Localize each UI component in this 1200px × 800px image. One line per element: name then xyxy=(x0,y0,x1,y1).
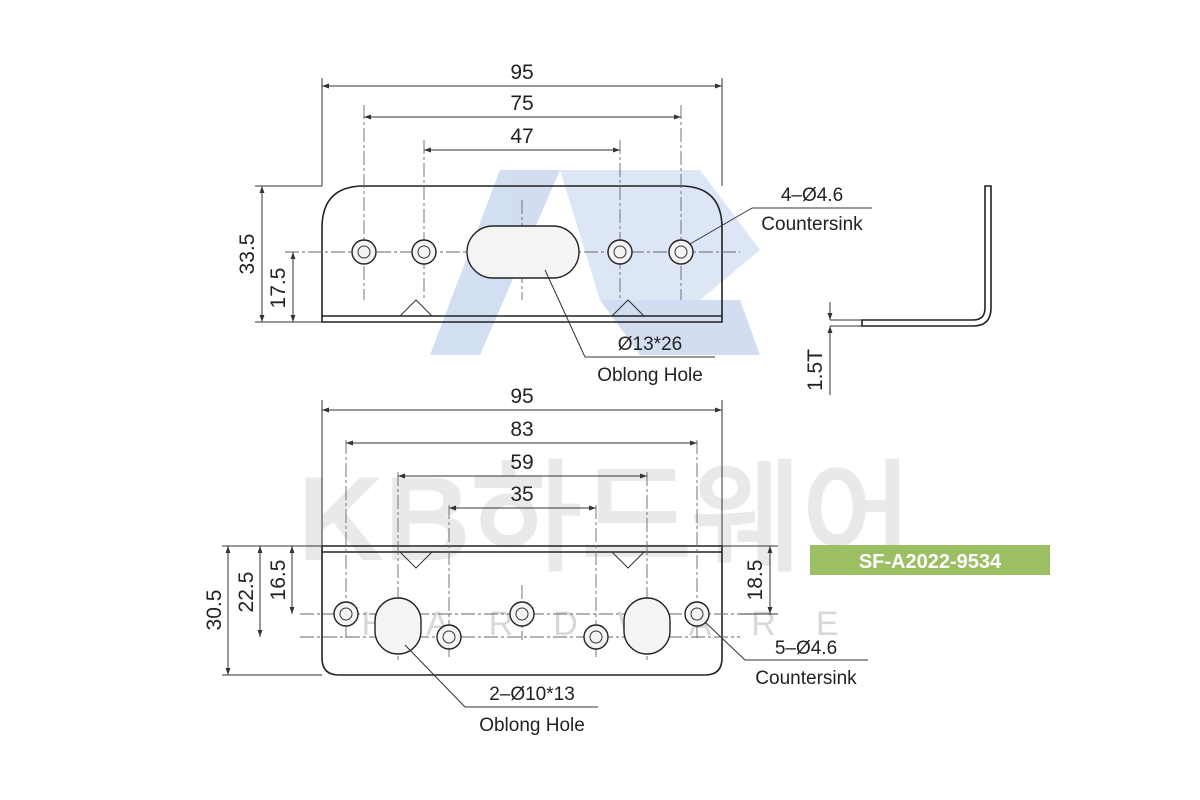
oblong-hole xyxy=(623,597,671,655)
top-dim-75: 75 xyxy=(510,92,533,115)
bottom-hole-note-countersink: Countersink xyxy=(755,668,857,689)
top-plate-outline xyxy=(321,185,723,323)
side-view: 1.5T xyxy=(804,185,992,395)
bottom-dim-83: 83 xyxy=(510,418,533,441)
countersink-hole xyxy=(351,239,377,265)
top-dim-47: 47 xyxy=(510,125,533,148)
bottom-dim-22-5: 22.5 xyxy=(235,572,258,613)
top-dim-95: 95 xyxy=(510,61,533,84)
oblong-hole xyxy=(466,225,580,279)
countersink-hole xyxy=(509,601,535,627)
countersink-hole xyxy=(411,239,437,265)
bottom-dim-59: 59 xyxy=(510,451,533,474)
bottom-dim-30-5: 30.5 xyxy=(203,590,226,631)
countersink-hole xyxy=(333,601,359,627)
top-slot-note-oblong: Oblong Hole xyxy=(597,365,703,386)
bottom-dim-95: 95 xyxy=(510,385,533,408)
bottom-view: 95 83 59 35 30.5 22.5 16.5 18.5 5–Ø4.6 C… xyxy=(203,385,868,736)
oblong-hole xyxy=(374,597,422,655)
top-view: 95 75 47 33.5 17.5 4–Ø4.6 Countersink Ø1… xyxy=(236,61,872,386)
product-code-badge: SF-A2022-9534 xyxy=(810,545,1050,575)
top-hole-note: 4–Ø4.6 xyxy=(781,185,843,206)
bottom-hole-note: 5–Ø4.6 xyxy=(775,638,837,659)
side-thickness: 1.5T xyxy=(804,349,827,391)
countersink-hole xyxy=(684,601,710,627)
top-dim-17-5: 17.5 xyxy=(267,268,290,309)
top-hole-note-countersink: Countersink xyxy=(761,214,863,235)
bottom-dim-16-5: 16.5 xyxy=(267,560,290,601)
countersink-hole xyxy=(668,239,694,265)
bottom-slot-note: 2–Ø10*13 xyxy=(489,684,575,705)
bottom-slot-note-oblong: Oblong Hole xyxy=(479,715,585,736)
top-dim-33-5: 33.5 xyxy=(236,234,259,275)
bottom-dim-35: 35 xyxy=(510,483,533,506)
top-slot-note: Ø13*26 xyxy=(618,334,682,355)
countersink-hole xyxy=(583,624,609,650)
countersink-hole xyxy=(436,624,462,650)
bottom-dim-18-5: 18.5 xyxy=(744,560,767,601)
countersink-hole xyxy=(607,239,633,265)
product-code: SF-A2022-9534 xyxy=(859,551,1002,573)
bottom-plate-outline xyxy=(321,545,723,676)
